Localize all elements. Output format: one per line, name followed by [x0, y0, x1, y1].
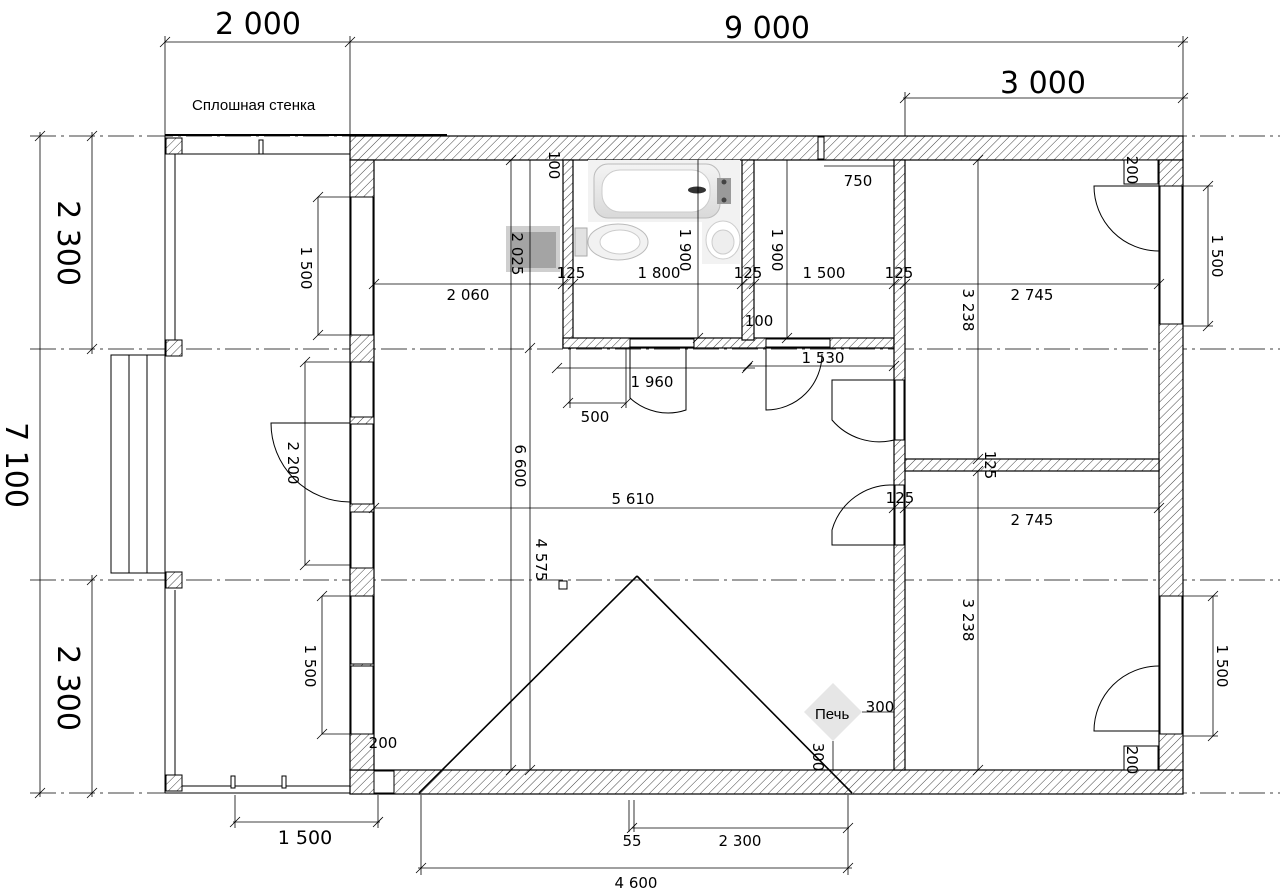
dim-room-height-left: 2 025 — [508, 233, 526, 276]
dim-frame-200-a: 200 — [1123, 156, 1141, 185]
dim-stove-300-b: 300 — [809, 743, 827, 772]
dim-bedroom-bottom-width: 2 745 — [1011, 511, 1054, 529]
dim-left-bottom: 2 300 — [50, 645, 85, 731]
dim-room-width-left: 2 060 — [447, 286, 490, 304]
toilet-icon — [574, 223, 649, 261]
dim-left-total: 7 100 — [0, 422, 33, 508]
porch-steps — [110, 354, 166, 574]
bathtub-icon — [588, 160, 740, 222]
dim-door-500: 500 — [581, 408, 610, 426]
dim-window-right-1: 1 500 — [1208, 235, 1226, 278]
dim-bath-height: 1 900 — [676, 229, 694, 272]
top-dimension-lines — [159, 36, 1189, 136]
dim-bath-width: 1 800 — [638, 264, 681, 282]
dim-wall-125-a: 125 — [557, 264, 586, 282]
dim-wall-125-d: 125 — [981, 451, 999, 480]
dim-left-top: 2 300 — [50, 200, 85, 286]
water-heater-icon — [506, 226, 560, 272]
solid-wall-label: Сплошная стенка — [192, 97, 316, 114]
dim-hall-width: 5 610 — [612, 490, 655, 508]
dim-hall-height: 6 600 — [511, 445, 529, 488]
dim-bottom-ridge: 55 — [622, 832, 641, 850]
inner-dimension-lines — [299, 154, 1219, 776]
wall-openings — [350, 136, 1183, 794]
dim-window-right-2: 1 500 — [1213, 645, 1231, 688]
dim-wc-height: 1 900 — [768, 229, 786, 272]
dim-wall-100-a: 100 — [545, 151, 563, 180]
interior-walls — [562, 159, 1160, 771]
dim-stove-300-a: 300 — [866, 698, 895, 716]
dim-wall-125-e: 125 — [886, 489, 915, 507]
dim-frame-200-c: 200 — [369, 734, 398, 752]
dim-wc-outer: 1 530 — [802, 349, 845, 367]
dim-window-left-1: 1 500 — [297, 247, 315, 290]
dim-wall-100-b: 100 — [745, 312, 774, 330]
post-marker — [558, 580, 568, 590]
sink-icon — [702, 220, 741, 264]
dim-bath-outer: 1 960 — [631, 373, 674, 391]
dim-window-left-2: 1 500 — [301, 645, 319, 688]
dim-vent-750: 750 — [844, 172, 873, 190]
dim-top-left: 2 000 — [215, 7, 301, 42]
dim-top-right: 3 000 — [1000, 66, 1086, 101]
dim-bottom-terrace: 1 500 — [278, 827, 332, 849]
bottom-dimension-lines — [229, 795, 854, 875]
dim-frame-200-b: 200 — [1123, 746, 1141, 775]
dim-wall-125-b: 125 — [734, 264, 763, 282]
dim-top-total: 9 000 — [724, 11, 810, 46]
dim-bottom-half: 2 300 — [719, 832, 762, 850]
dim-door-terrace: 2 200 — [284, 442, 302, 485]
dim-wall-125-c: 125 — [885, 264, 914, 282]
dim-bottom-roof: 4 600 — [615, 874, 658, 892]
dim-wc-width: 1 500 — [803, 264, 846, 282]
dim-bedroom-top-height: 3 238 — [959, 289, 977, 332]
dim-roof-rise: 4 575 — [532, 539, 550, 582]
left-dimension-lines — [34, 130, 98, 799]
stove-icon — [804, 683, 862, 741]
dim-bedroom-bottom-height: 3 238 — [959, 599, 977, 642]
stove-label: Печь — [815, 706, 849, 723]
roof-outline — [418, 575, 853, 794]
inner-dimension-labels: 1 500 2 200 1 500 2 060 2 025 6 600 5 61… — [284, 151, 1231, 775]
dim-bedroom-top-width: 2 745 — [1011, 286, 1054, 304]
